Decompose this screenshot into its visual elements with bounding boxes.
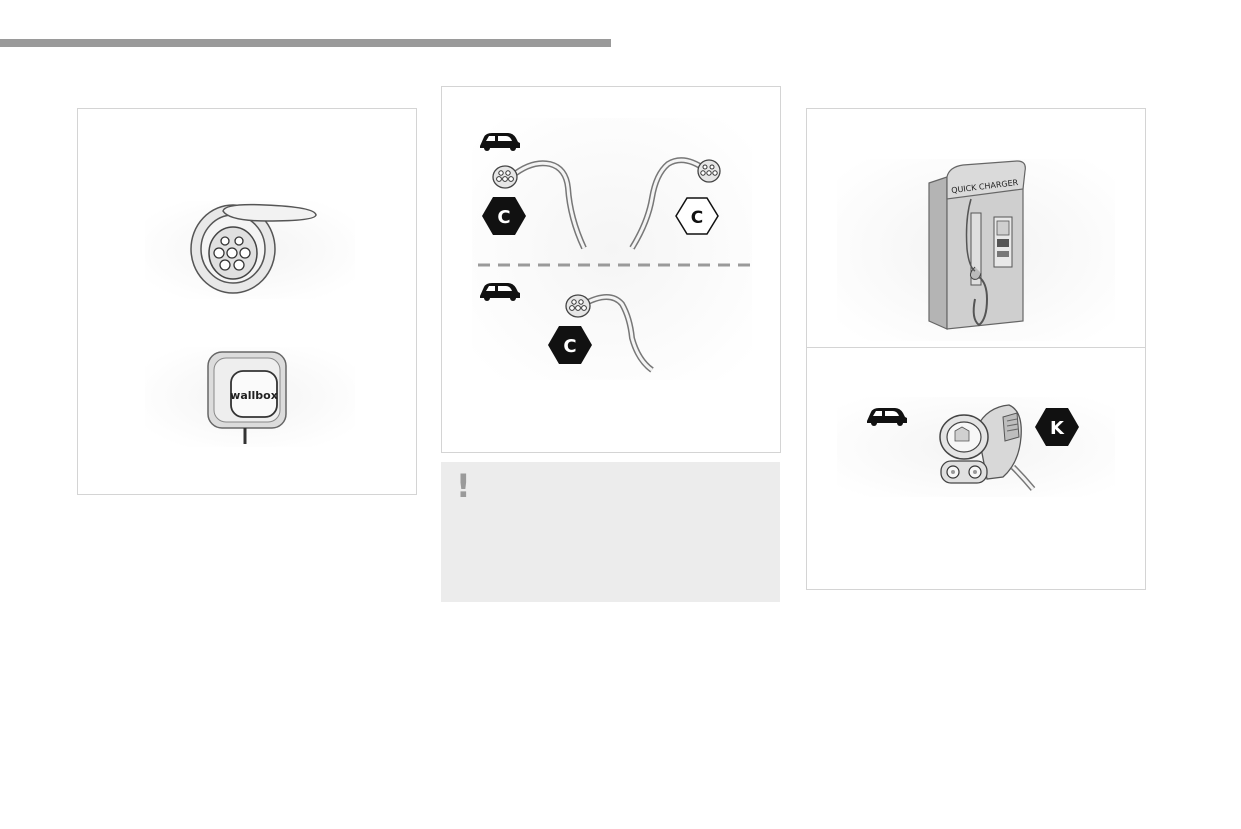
panel-quick-charging: QUICK CHARGER	[806, 108, 1146, 590]
panel-cable-types: C C	[441, 86, 781, 453]
badge-c-filled-top: C	[482, 197, 526, 235]
panel-home-charging: wallbox	[77, 108, 417, 495]
svg-text:K: K	[1050, 418, 1065, 439]
ccs-connector-illustration: K	[837, 397, 1115, 497]
exclamation-icon: !	[456, 467, 471, 505]
svg-text:C: C	[691, 208, 703, 228]
warning-note: !	[441, 462, 780, 602]
car-icon	[867, 408, 907, 426]
car-icon	[480, 283, 520, 301]
panel-divider	[807, 347, 1145, 348]
svg-text:C: C	[497, 207, 510, 228]
quick-charger-station-illustration: QUICK CHARGER	[837, 159, 1115, 341]
cable-connectors-illustration: C C	[472, 118, 752, 380]
badge-c-outline-top: C	[675, 197, 719, 235]
header-rule	[0, 39, 611, 47]
wallbox-charger-illustration: wallbox	[145, 347, 355, 447]
badge-k-filled: K	[1035, 408, 1079, 446]
wallbox-label: wallbox	[230, 389, 278, 402]
vehicle-socket-illustration	[145, 201, 355, 299]
car-icon	[480, 133, 520, 151]
badge-c-filled-bottom: C	[548, 326, 592, 364]
svg-text:C: C	[563, 336, 576, 357]
